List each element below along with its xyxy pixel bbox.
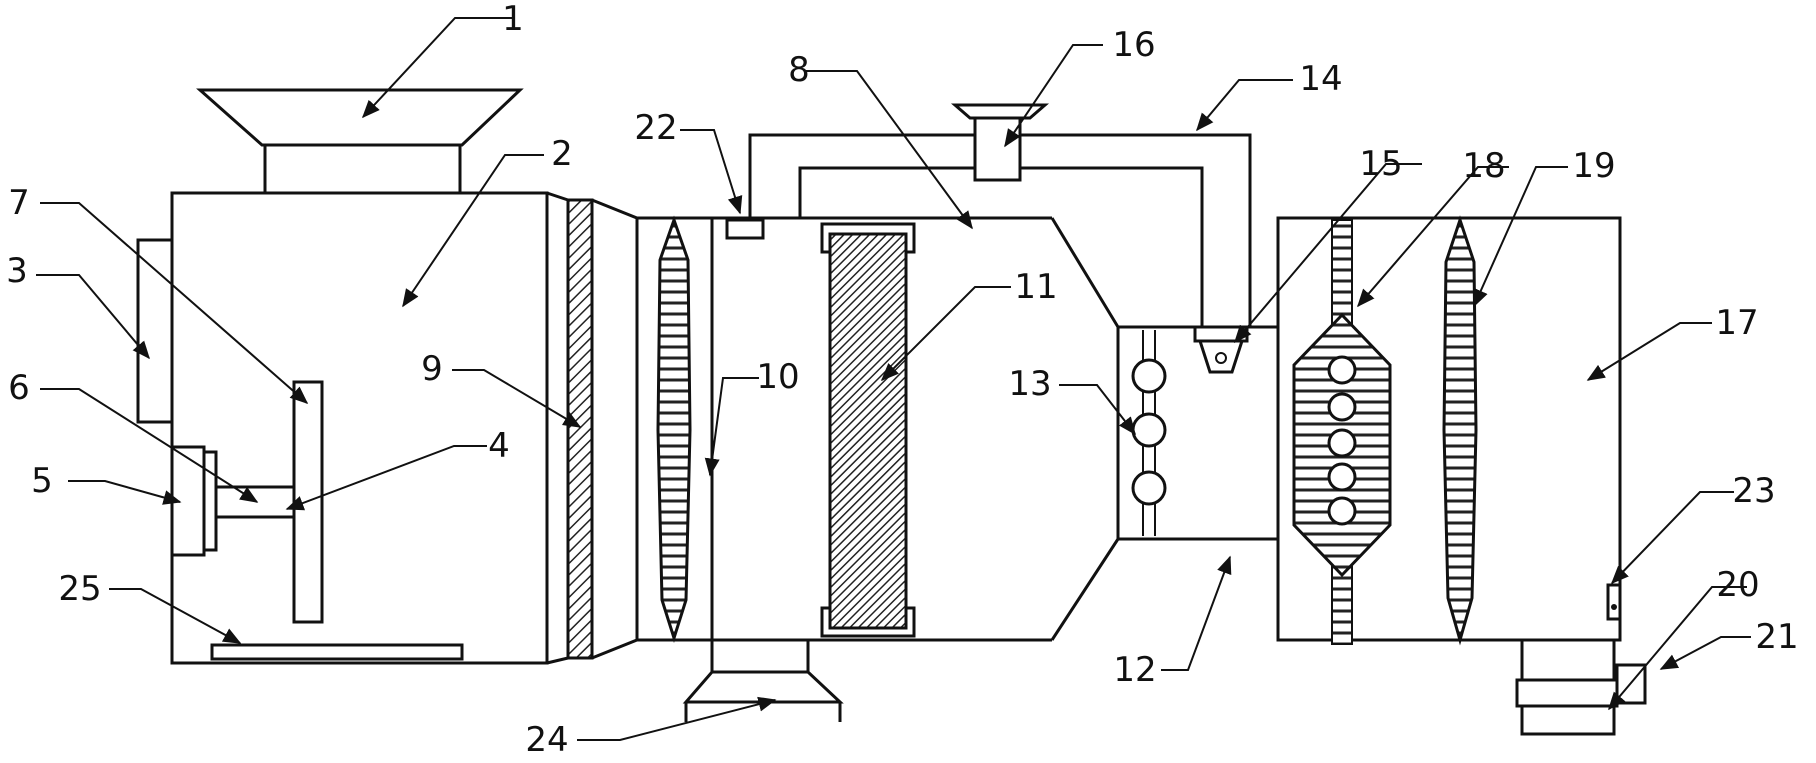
side-plate-3 [136,238,174,424]
label-16: 16 [1112,25,1155,65]
label-2: 2 [551,134,573,174]
label-14: 14 [1299,59,1342,99]
carbon-filter-11 [820,222,916,638]
label-17: 17 [1715,303,1758,343]
label-3: 3 [6,251,28,291]
leader-lines [36,17,1751,741]
label-9: 9 [421,349,443,389]
drain-outlet-20 [1515,638,1619,736]
label-25: 25 [58,569,101,609]
label-11: 11 [1014,267,1057,307]
bottom-tray-25 [210,643,464,661]
middle-chamber-body [591,198,1120,660]
level-sensor-23 [1606,583,1622,621]
label-18: 18 [1462,146,1505,186]
label-6: 6 [8,368,30,408]
label-7: 7 [8,183,30,223]
label-19: 19 [1572,146,1615,186]
valve-15 [1193,325,1249,374]
spiral-filter-10 [656,215,692,643]
spiral-filter-19 [1442,215,1478,646]
filter-screen-9 [566,198,594,660]
label-21: 21 [1755,617,1798,657]
label-12: 12 [1113,650,1156,690]
label-1: 1 [502,0,524,39]
outlet-24 [682,638,844,722]
right-chamber-17 [1276,216,1622,642]
motor-assembly [170,380,324,624]
left-chamber-body [170,191,549,665]
label-15: 15 [1359,144,1402,184]
label-8: 8 [788,50,810,90]
label-24: 24 [525,720,568,760]
label-10: 10 [756,357,799,397]
label-4: 4 [488,426,510,466]
hopper [196,88,524,195]
labels: 1 2 3 4 5 6 7 8 9 10 11 12 13 14 15 16 1… [6,0,1798,760]
label-5: 5 [31,461,53,501]
sensor-22 [725,218,765,240]
label-22: 22 [634,108,677,148]
ball-filter-18 [1292,219,1392,645]
label-23: 23 [1732,471,1775,511]
ball-column-13 [1131,330,1167,536]
label-20: 20 [1716,565,1759,605]
label-13: 13 [1008,364,1051,404]
